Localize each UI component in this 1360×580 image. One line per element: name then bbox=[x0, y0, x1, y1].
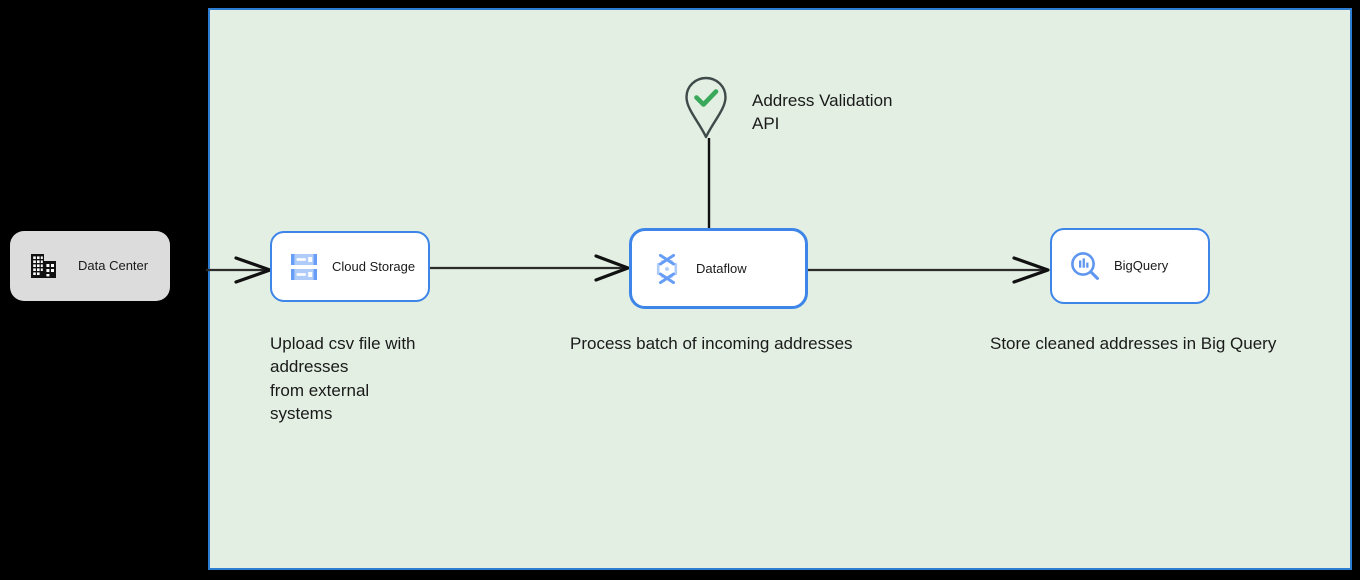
edge-storage-to-dataflow[interactable] bbox=[428, 250, 638, 290]
caption-store-cleaned: Store cleaned addresses in Big Query bbox=[990, 334, 1277, 353]
bigquery-icon bbox=[1070, 251, 1100, 281]
node-dataflow-label: Dataflow bbox=[696, 260, 747, 276]
map-pin-check-icon bbox=[685, 76, 727, 139]
cloud-storage-icon bbox=[290, 252, 318, 282]
edge-dataflow-to-bigquery[interactable] bbox=[806, 252, 1056, 292]
node-bigquery-label: BigQuery bbox=[1114, 258, 1169, 274]
dataflow-icon bbox=[652, 253, 682, 285]
node-bigquery[interactable]: BigQuery bbox=[1050, 228, 1210, 304]
caption-upload-csv: Upload csv file with addresses from exte… bbox=[270, 334, 416, 424]
caption-process-batch: Process batch of incoming addresses bbox=[570, 334, 853, 353]
node-dataflow[interactable]: Dataflow bbox=[629, 228, 808, 309]
node-data-center[interactable]: Data Center bbox=[10, 231, 170, 301]
node-cloud-storage-label: Cloud Storage bbox=[332, 258, 416, 274]
node-address-validation-api[interactable]: Address Validation API bbox=[684, 76, 893, 140]
node-cloud-storage[interactable]: Cloud Storage bbox=[270, 231, 430, 302]
data-center-icon bbox=[30, 252, 58, 280]
edge-api-to-dataflow[interactable] bbox=[702, 138, 716, 233]
node-data-center-label: Data Center bbox=[78, 258, 149, 274]
address-validation-api-label: Address Validation API bbox=[752, 91, 893, 133]
